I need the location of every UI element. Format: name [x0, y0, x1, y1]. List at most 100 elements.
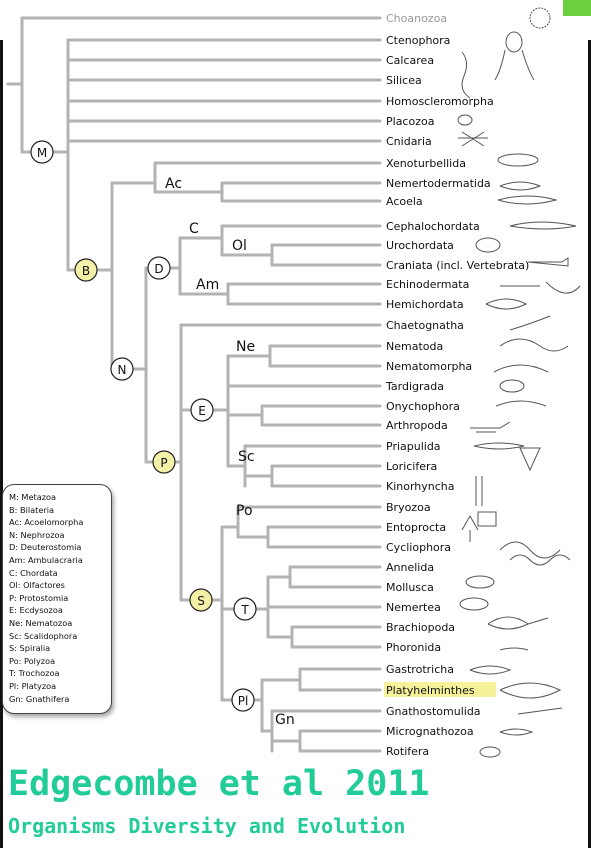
- priapulid-icon: [473, 442, 525, 450]
- clade-node-circle-n: [110, 357, 134, 381]
- taxon-label-xenoturbellida: Xenoturbellida: [386, 157, 466, 170]
- clade-label-ac: Ac: [165, 176, 182, 192]
- corner-badge: [563, 0, 591, 16]
- taxon-labels: ChoanozoaCtenophoraCalcareaSiliceaHomosc…: [384, 12, 529, 758]
- kinorhynch-icon: [475, 476, 483, 506]
- hemichordate-icon: [485, 298, 528, 310]
- sponge-icon: [461, 51, 471, 99]
- taxon-label-echinodermata: Echinodermata: [386, 278, 469, 291]
- legend-item: S: Spiralia: [9, 643, 51, 654]
- taxon-label-chaetognatha: Chaetognatha: [386, 319, 464, 332]
- taxon-label-silicea: Silicea: [386, 74, 422, 87]
- taxon-label-micrognathozoa: Micrognathozoa: [386, 725, 474, 738]
- legend-item: Ne: Nematozoa: [9, 617, 73, 628]
- taxon-label-priapulida: Priapulida: [386, 440, 441, 453]
- legend-item: N: Nephrozoa: [9, 529, 65, 540]
- legend-item: E: Ecdysozoa: [9, 605, 63, 616]
- clade-node-t: T: [233, 597, 257, 621]
- placozoan-icon: [457, 114, 473, 126]
- taxon-label-cnidaria: Cnidaria: [386, 135, 432, 148]
- clade-label-am: Am: [196, 277, 219, 293]
- micrognathozoan-icon: [499, 728, 534, 736]
- taxon-label-kinorhyncha: Kinorhyncha: [386, 480, 455, 493]
- legend-item: M: Metazoa: [9, 492, 57, 502]
- chaetognath-icon: [509, 315, 551, 331]
- taxon-label-nemertodermatida: Nemertodermatida: [386, 177, 491, 190]
- clade-node-circle-m: [30, 140, 54, 164]
- taxon-label-loricifera: Loricifera: [386, 460, 437, 473]
- taxon-label-platyhelminthes: Platyhelminthes: [386, 684, 475, 697]
- clade-node-label-t: T: [240, 603, 249, 617]
- clade-label-po: Po: [236, 503, 253, 519]
- taxon-label-choanozoa: Choanozoa: [386, 12, 447, 25]
- fish-icon: [527, 257, 569, 267]
- taxon-label-craniata-incl-vertebrata: Craniata (incl. Vertebrata): [386, 259, 529, 272]
- tree-branches: [6, 16, 382, 753]
- clade-node-n: N: [110, 357, 134, 381]
- clade-label-ne: Ne: [236, 339, 255, 355]
- legend-item: Sc: Scalidophora: [9, 630, 78, 641]
- tunicate-icon: [475, 237, 501, 253]
- nemertean-icon: [459, 597, 489, 611]
- legend-item: C: Chordata: [9, 567, 58, 578]
- taxon-label-entoprocta: Entoprocta: [386, 521, 446, 534]
- loricifer-icon: [519, 447, 541, 472]
- clade-node-pl: Pl: [231, 688, 255, 712]
- clade-node-s: S: [189, 588, 213, 612]
- taxon-label-annelida: Annelida: [386, 561, 434, 574]
- taxon-label-cephalochordata: Cephalochordata: [386, 220, 480, 233]
- taxon-label-tardigrada: Tardigrada: [385, 380, 444, 393]
- clade-node-circle-pl: [231, 688, 255, 712]
- taxon-label-onychophora: Onychophora: [386, 400, 460, 413]
- left-edge-bar: [0, 40, 3, 848]
- clade-node-p: P: [152, 450, 176, 474]
- onychophoran-icon: [495, 400, 547, 407]
- mollusc-icon: [465, 575, 495, 589]
- choanoflagellate-icon: [529, 7, 551, 29]
- clade-node-label-d: D: [154, 262, 163, 276]
- acoel-icon: [497, 195, 558, 205]
- tardigrade-icon: [499, 379, 525, 393]
- taxon-label-nematomorpha: Nematomorpha: [386, 360, 472, 373]
- taxon-label-bryozoa: Bryozoa: [386, 501, 431, 514]
- rotifer-icon: [479, 746, 501, 758]
- clade-node-e: E: [190, 398, 214, 422]
- clade-node-b: B: [74, 258, 98, 282]
- right-edge-bar: [588, 40, 591, 848]
- cycliophoran-icon: [499, 541, 561, 559]
- clade-node-label-e: E: [198, 404, 206, 418]
- clade-node-label-n: N: [118, 363, 127, 377]
- nematomorph-icon: [493, 364, 549, 373]
- legend-item: Po: Polyzoa: [9, 655, 56, 666]
- bryozoan-icon: [477, 511, 497, 527]
- clade-node-label-b: B: [82, 264, 90, 278]
- clade-label-gn: Gn: [275, 712, 295, 728]
- taxon-label-cycliophora: Cycliophora: [386, 541, 451, 554]
- clade-node-d: D: [147, 256, 171, 280]
- taxon-label-urochordata: Urochordata: [386, 239, 454, 252]
- clade-node-m: M: [30, 140, 54, 164]
- legend-item: P: Protostomia: [9, 592, 69, 603]
- taxon-label-arthropoda: Arthropoda: [386, 419, 448, 432]
- clade-node-circle-p: [152, 450, 176, 474]
- legend-item: Ac: Acoelomorpha: [9, 517, 84, 528]
- legend-item: D: Deuterostomia: [9, 542, 82, 553]
- taxon-label-acoela: Acoela: [386, 195, 423, 208]
- taxon-label-nemertea: Nemertea: [386, 601, 441, 614]
- clade-label-ol: Ol: [232, 238, 247, 254]
- gnathostomulid-icon: [517, 707, 563, 715]
- nemertoderm-icon: [499, 181, 542, 191]
- clade-node-label-m: M: [37, 146, 47, 160]
- xenoturbella-icon: [497, 153, 539, 167]
- entoproct-icon: [461, 514, 479, 542]
- annelid-icon: [509, 554, 571, 566]
- ctenophore-icon: [505, 31, 523, 53]
- taxon-label-gastrotricha: Gastrotricha: [386, 663, 454, 676]
- legend-item: T: Trochozoa: [9, 668, 60, 679]
- phylogeny-tree: ChoanozoaCtenophoraCalcareaSiliceaHomosc…: [6, 7, 581, 758]
- arthropod-icon: [470, 421, 511, 433]
- gastrotrich-icon: [469, 665, 512, 675]
- citation-title: Edgecombe et al 2011: [8, 764, 430, 804]
